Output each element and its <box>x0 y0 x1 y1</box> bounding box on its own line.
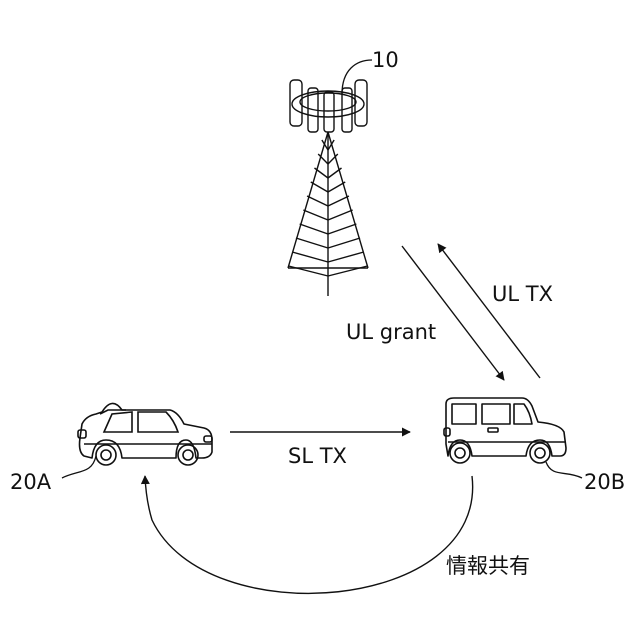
ue-right-label: 20B <box>584 472 625 493</box>
base-station-label: 10 <box>372 50 399 71</box>
info-sharing-arrow <box>145 476 473 593</box>
car-left-icon <box>78 403 212 465</box>
ul-grant-arrow <box>402 246 504 380</box>
sl-tx-label: SL TX <box>288 446 347 467</box>
info-sharing-label: 情報共有 <box>446 556 530 577</box>
van-right-icon <box>444 398 566 463</box>
label-leader-20a <box>62 456 96 478</box>
ul-tx-arrow <box>438 244 540 378</box>
ue-left-label: 20A <box>10 472 51 493</box>
base-station-tower-icon <box>288 80 368 296</box>
ul-grant-label: UL grant <box>346 322 436 343</box>
label-leader-20b <box>546 462 582 478</box>
ul-tx-label: UL TX <box>492 284 553 305</box>
